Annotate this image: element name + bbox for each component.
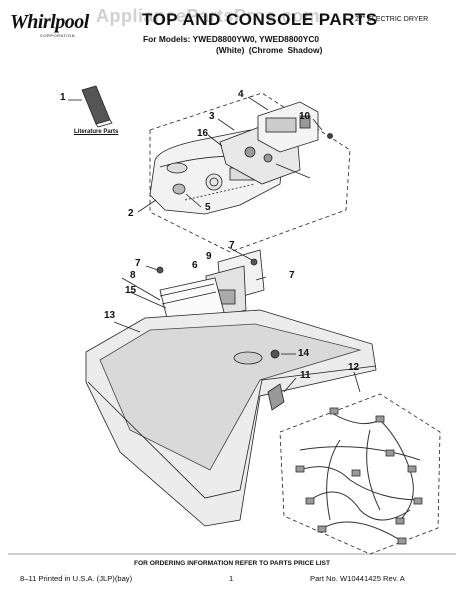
callout-8: 8 <box>130 270 136 281</box>
page-number: 1 <box>229 574 234 583</box>
watermark: AppliancePartsPros.com <box>96 6 321 26</box>
callout-9: 9 <box>206 251 212 262</box>
console-group-outline <box>149 92 351 253</box>
variants-line: (White) (Chrome Shadow) <box>216 45 323 55</box>
callout-10: 10 <box>299 111 311 122</box>
printed-info: 8–11 Printed in U.S.A. (JLP)(bay) <box>20 574 133 583</box>
page-title: TOP AND CONSOLE PARTS <box>142 10 378 29</box>
callout-12: 12 <box>348 362 360 373</box>
callout-5: 5 <box>205 202 211 213</box>
logo-corporation: CORPORATION <box>40 33 75 38</box>
callout-11: 11 <box>300 370 311 381</box>
knob <box>172 183 186 195</box>
callout-3: 3 <box>209 111 215 122</box>
callout-16: 16 <box>197 128 209 139</box>
callout-7c: 7 <box>289 270 295 281</box>
models-line: For Models: YWED8800YW0, YWED8800YC0 <box>143 34 320 44</box>
callout-7a: 7 <box>229 240 235 251</box>
callout-14: 14 <box>298 348 310 359</box>
product-type: 27" ELECTRIC DRYER <box>355 16 429 23</box>
callout-13: 13 <box>104 310 116 321</box>
literature-booklet <box>81 85 111 125</box>
callout-1: 1 <box>60 92 66 103</box>
hinge-clip <box>267 383 285 411</box>
wire-harness-outline <box>279 393 441 555</box>
literature-parts-label: Literature Parts <box>74 129 119 135</box>
whirlpool-logo: Whirlpool <box>10 11 89 33</box>
top-screw <box>270 349 280 359</box>
callout-15: 15 <box>125 285 137 296</box>
callout-4: 4 <box>238 89 244 100</box>
callout-6: 6 <box>192 260 198 271</box>
callout-2: 2 <box>128 208 134 219</box>
part-number: Part No. W10441425 Rev. A <box>310 574 405 583</box>
callout-7b: 7 <box>135 258 141 269</box>
ordering-note: FOR ORDERING INFORMATION REFER TO PARTS … <box>134 560 330 567</box>
